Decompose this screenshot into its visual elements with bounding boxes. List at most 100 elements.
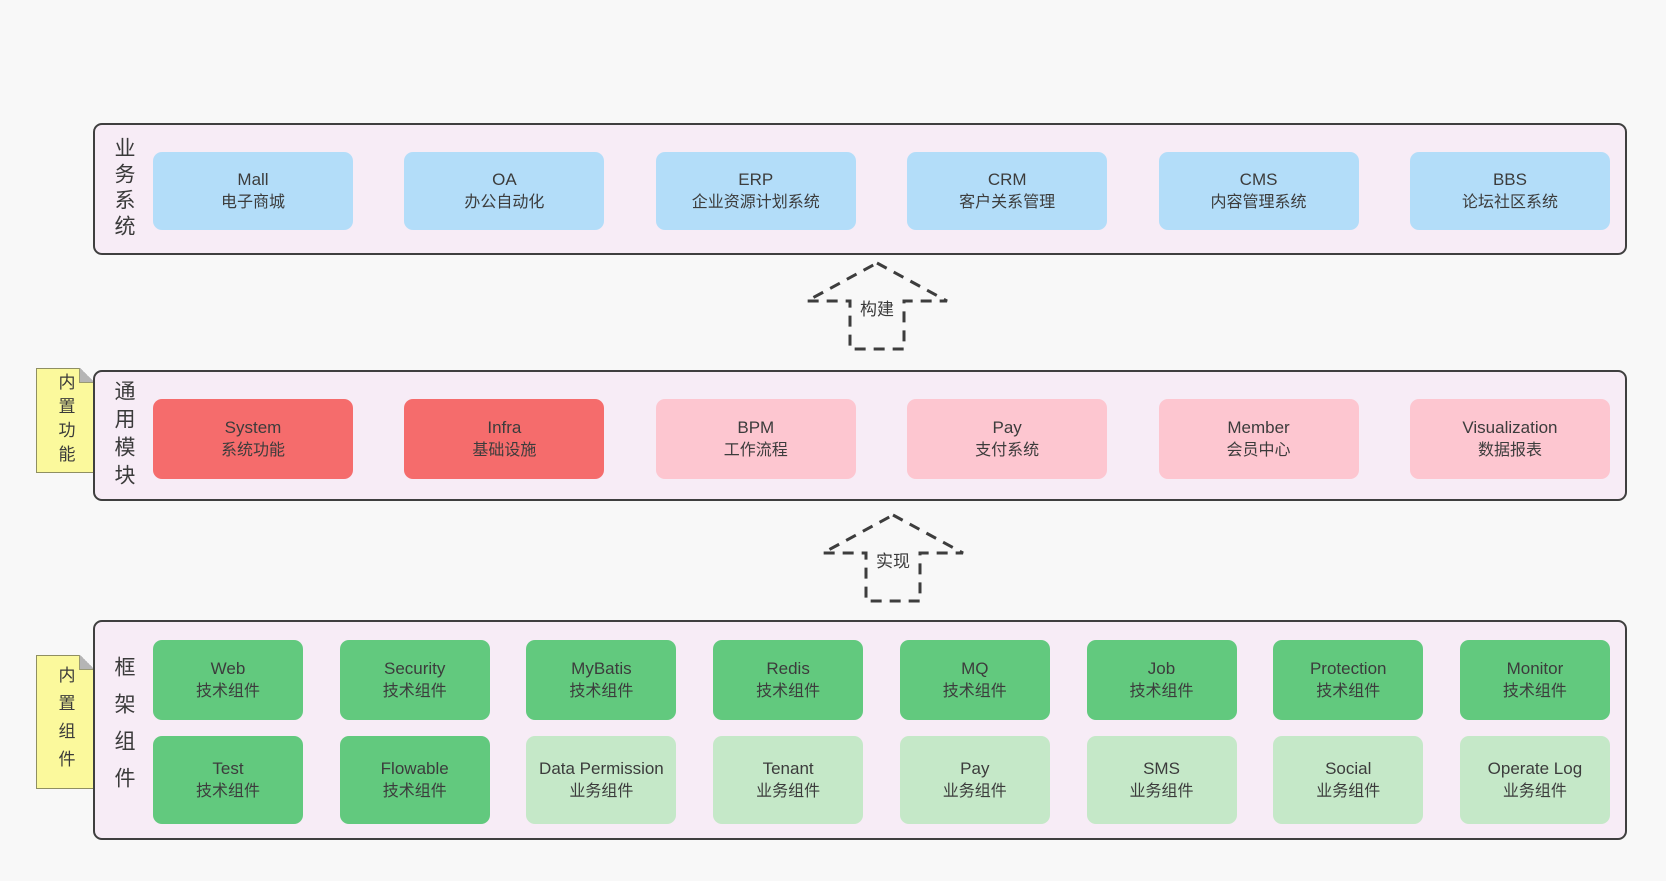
box-subtitle: 会员中心 — [1226, 441, 1291, 459]
band-framework-components: 框架组件 Web 技术组件 Security 技术组件 MyBatis 技术组件… — [93, 620, 1627, 840]
box-security: Security 技术组件 — [339, 640, 490, 720]
box-title: BPM — [737, 418, 775, 438]
box-subtitle: 业务组件 — [1502, 782, 1567, 800]
box-title: System — [224, 418, 282, 438]
box-subtitle: 技术组件 — [1316, 682, 1381, 700]
box-sms: SMS 业务组件 — [1086, 736, 1237, 824]
band-label: 框架组件 — [112, 656, 135, 804]
box-title: Mall — [237, 170, 269, 190]
box-subtitle: 办公自动化 — [464, 193, 545, 211]
box-visualization: Visualization 数据报表 — [1409, 399, 1610, 479]
box-title: CMS — [1239, 170, 1278, 190]
box-subtitle: 技术组件 — [195, 682, 260, 700]
box-pay-module: Pay 支付系统 — [907, 399, 1108, 479]
box-tenant: Tenant 业务组件 — [713, 736, 864, 824]
box-title: Test — [212, 759, 244, 779]
note-label: 内置组件 — [55, 666, 75, 778]
note-label: 内置功能 — [55, 372, 75, 469]
components-row-1: Web 技术组件 Security 技术组件 MyBatis 技术组件 Redi… — [153, 640, 1610, 720]
box-subtitle: 客户关系管理 — [959, 193, 1056, 211]
box-subtitle: 业务组件 — [569, 782, 634, 800]
box-monitor: Monitor 技术组件 — [1459, 640, 1610, 720]
box-operate-log: Operate Log 业务组件 — [1459, 736, 1610, 824]
box-title: MyBatis — [571, 659, 632, 679]
arrow-build-label: 构建 — [855, 294, 899, 321]
box-member: Member 会员中心 — [1158, 399, 1359, 479]
folded-corner-icon — [79, 655, 94, 670]
box-subtitle: 技术组件 — [195, 782, 260, 800]
box-title: BBS — [1492, 170, 1527, 190]
box-bbs: BBS 论坛社区系统 — [1409, 152, 1610, 230]
box-subtitle: 技术组件 — [1502, 682, 1567, 700]
box-subtitle: 业务组件 — [1316, 782, 1381, 800]
box-title: SMS — [1143, 759, 1180, 779]
band-common-modules: 通用模块 System 系统功能 Infra 基础设施 BPM 工作流程 Pay… — [93, 370, 1627, 501]
box-bpm: BPM 工作流程 — [655, 399, 856, 479]
box-subtitle: 技术组件 — [382, 682, 447, 700]
box-subtitle: 论坛社区系统 — [1461, 193, 1558, 211]
box-social: Social 业务组件 — [1273, 736, 1424, 824]
box-subtitle: 技术组件 — [569, 682, 634, 700]
box-mall: Mall 电子商城 — [153, 152, 353, 230]
note-built-in-features: 内置功能 — [36, 368, 94, 473]
box-mq: MQ 技术组件 — [899, 640, 1050, 720]
box-subtitle: 业务组件 — [942, 782, 1007, 800]
box-title: Data Permission — [539, 759, 664, 779]
box-subtitle: 技术组件 — [382, 782, 447, 800]
band-business-systems: 业务系统 Mall 电子商城 OA 办公自动化 ERP 企业资源计划系统 CRM… — [93, 123, 1627, 255]
box-mybatis: MyBatis 技术组件 — [526, 640, 677, 720]
box-data-permission: Data Permission 业务组件 — [526, 736, 677, 824]
box-title: Security — [383, 659, 446, 679]
box-subtitle: 基础设施 — [472, 441, 537, 459]
arrow-build: 构建 — [802, 258, 952, 353]
box-title: OA — [492, 170, 517, 190]
box-title: Infra — [487, 418, 522, 438]
box-subtitle: 数据报表 — [1477, 441, 1542, 459]
arrow-implement-label: 实现 — [871, 546, 915, 573]
box-title: CRM — [987, 170, 1027, 190]
box-subtitle: 内容管理系统 — [1210, 193, 1307, 211]
box-title: Monitor — [1506, 659, 1564, 679]
box-title: Flowable — [380, 759, 449, 779]
box-web: Web 技术组件 — [153, 640, 303, 720]
box-subtitle: 企业资源计划系统 — [691, 193, 820, 211]
box-title: Visualization — [1462, 418, 1558, 438]
box-pay-component: Pay 业务组件 — [899, 736, 1050, 824]
box-title: ERP — [738, 170, 774, 190]
box-protection: Protection 技术组件 — [1273, 640, 1424, 720]
box-title: Pay — [992, 418, 1022, 438]
box-title: Tenant — [762, 759, 814, 779]
box-subtitle: 技术组件 — [1129, 682, 1194, 700]
box-title: Redis — [766, 659, 810, 679]
box-subtitle: 技术组件 — [942, 682, 1007, 700]
arrow-implement: 实现 — [818, 510, 968, 605]
folded-corner-icon — [79, 368, 94, 383]
box-erp: ERP 企业资源计划系统 — [655, 152, 856, 230]
box-subtitle: 系统功能 — [220, 441, 285, 459]
box-oa: OA 办公自动化 — [404, 152, 605, 230]
box-subtitle: 业务组件 — [1129, 782, 1194, 800]
box-job: Job 技术组件 — [1086, 640, 1237, 720]
box-title: Protection — [1309, 659, 1387, 679]
box-title: Web — [210, 659, 246, 679]
business-boxes-row: Mall 电子商城 OA 办公自动化 ERP 企业资源计划系统 CRM 客户关系… — [153, 152, 1610, 230]
box-cms: CMS 内容管理系统 — [1158, 152, 1359, 230]
box-title: MQ — [961, 659, 989, 679]
box-infra: Infra 基础设施 — [404, 399, 605, 479]
box-crm: CRM 客户关系管理 — [907, 152, 1108, 230]
box-test: Test 技术组件 — [153, 736, 303, 824]
box-subtitle: 技术组件 — [756, 682, 821, 700]
band-label: 通用模块 — [112, 379, 135, 492]
box-system: System 系统功能 — [153, 399, 353, 479]
box-subtitle: 工作流程 — [723, 441, 788, 459]
box-title: Social — [1325, 759, 1372, 779]
box-subtitle: 业务组件 — [756, 782, 821, 800]
note-built-in-components: 内置组件 — [36, 655, 94, 789]
box-flowable: Flowable 技术组件 — [339, 736, 490, 824]
box-title: Member — [1227, 418, 1290, 438]
box-subtitle: 支付系统 — [975, 441, 1040, 459]
band-label: 业务系统 — [112, 137, 135, 241]
box-title: Job — [1147, 659, 1176, 679]
box-redis: Redis 技术组件 — [713, 640, 864, 720]
